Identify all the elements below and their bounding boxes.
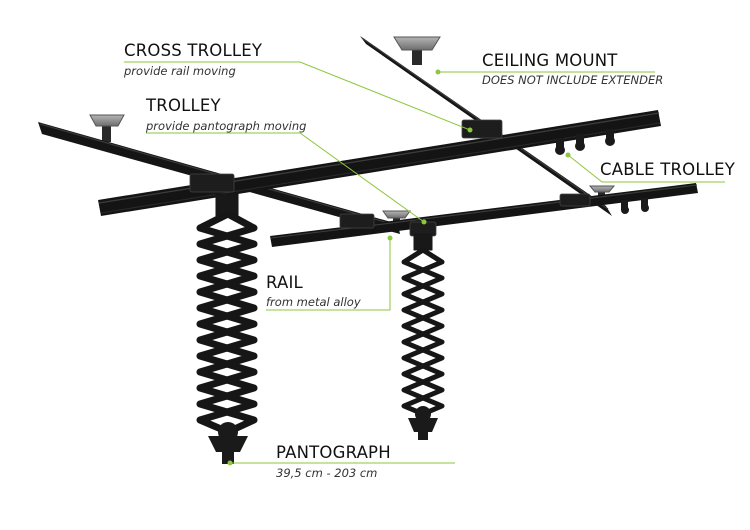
leader-dots	[227, 69, 571, 466]
ceiling-mount-icon	[89, 114, 125, 142]
leader-trolley	[146, 132, 425, 223]
ceiling-mount-title: CEILING MOUNT	[482, 51, 618, 70]
leader-lines	[124, 61, 725, 464]
cable-trolley-clip-icon	[555, 129, 649, 214]
cross-trolley-title: CROSS TROLLEY	[124, 41, 263, 60]
trolley-subtitle: provide pantograph moving	[146, 119, 307, 133]
trolley-title: TROLLEY	[146, 96, 221, 115]
rail-title: RAIL	[266, 273, 303, 292]
cable-trolley-title: CABLE TROLLEY	[600, 160, 736, 179]
pantograph-title: PANTOGRAPH	[276, 443, 391, 462]
cross-trolley-subtitle: provide rail moving	[124, 64, 236, 78]
rail-subtitle: from metal alloy	[266, 295, 361, 309]
trolley-blocks	[189, 119, 591, 237]
ceiling-mount-subtitle: DOES NOT INCLUDE EXTENDER	[482, 73, 664, 87]
ceiling-mount-icon	[393, 36, 441, 65]
leader-cable-trolley	[567, 154, 725, 183]
pantograph-right-icon	[401, 233, 445, 440]
pantograph-subtitle: 39,5 cm - 203 cm	[276, 466, 378, 480]
leader-rail	[266, 238, 391, 311]
cross-rail-lower	[270, 183, 698, 247]
leader-cross-trolley	[124, 61, 471, 131]
pantograph-left-icon	[196, 193, 258, 464]
ceiling-mount-icon	[382, 210, 411, 226]
